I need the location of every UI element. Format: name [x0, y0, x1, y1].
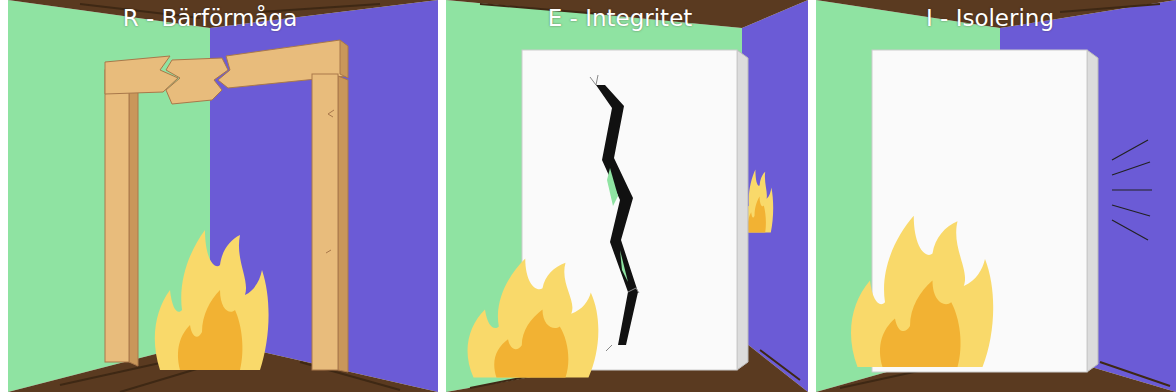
- fire: [155, 230, 269, 370]
- panel-heading: I - Isolering: [926, 4, 1054, 32]
- fire: [468, 259, 599, 378]
- room-panel: [816, 0, 1176, 392]
- broken-beam-frame: [105, 40, 348, 372]
- room-panel: [8, 0, 438, 392]
- panel-heading: E - Integritet: [548, 4, 693, 32]
- heat-lines: [1112, 140, 1152, 240]
- fire: [851, 216, 993, 367]
- panel-heading: R - Bärförmåga: [123, 4, 298, 32]
- room-panel: [446, 0, 808, 392]
